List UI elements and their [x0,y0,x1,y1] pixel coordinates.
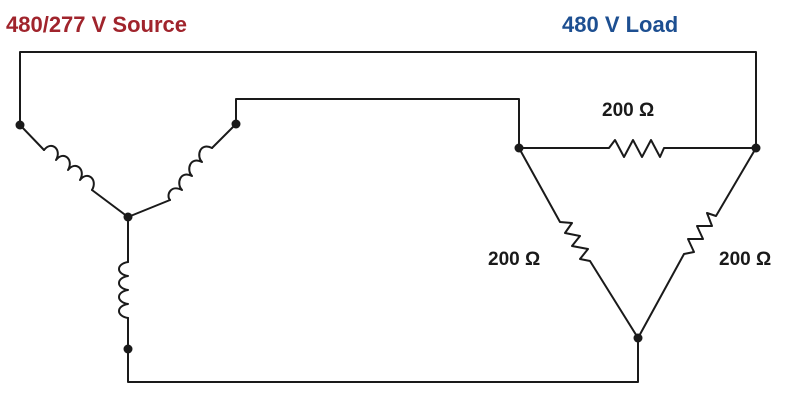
resistor-label-left: 200 Ω [488,249,540,270]
wire-phase-c [127,337,639,383]
node-load-bottom [633,333,643,343]
source-coil-b [127,123,237,218]
resistor-label-top: 200 Ω [602,100,654,121]
source-coil-c [118,216,129,350]
resistor-label-right: 200 Ω [719,249,771,270]
load-resistor-top [518,139,757,158]
node-source-b [231,119,241,129]
node-source-neutral [123,212,133,222]
load-resistor-left [518,147,639,339]
wire-phase-b [235,98,520,149]
node-load-right [751,143,761,153]
load-title: 480 V Load [562,12,678,37]
source-title: 480/277 V Source [6,12,187,37]
load-resistor-right [637,147,757,339]
node-source-c [123,344,133,354]
wire-phase-a [19,51,757,149]
node-source-a [15,120,25,130]
source-coil-a [19,124,129,218]
node-load-left [514,143,524,153]
